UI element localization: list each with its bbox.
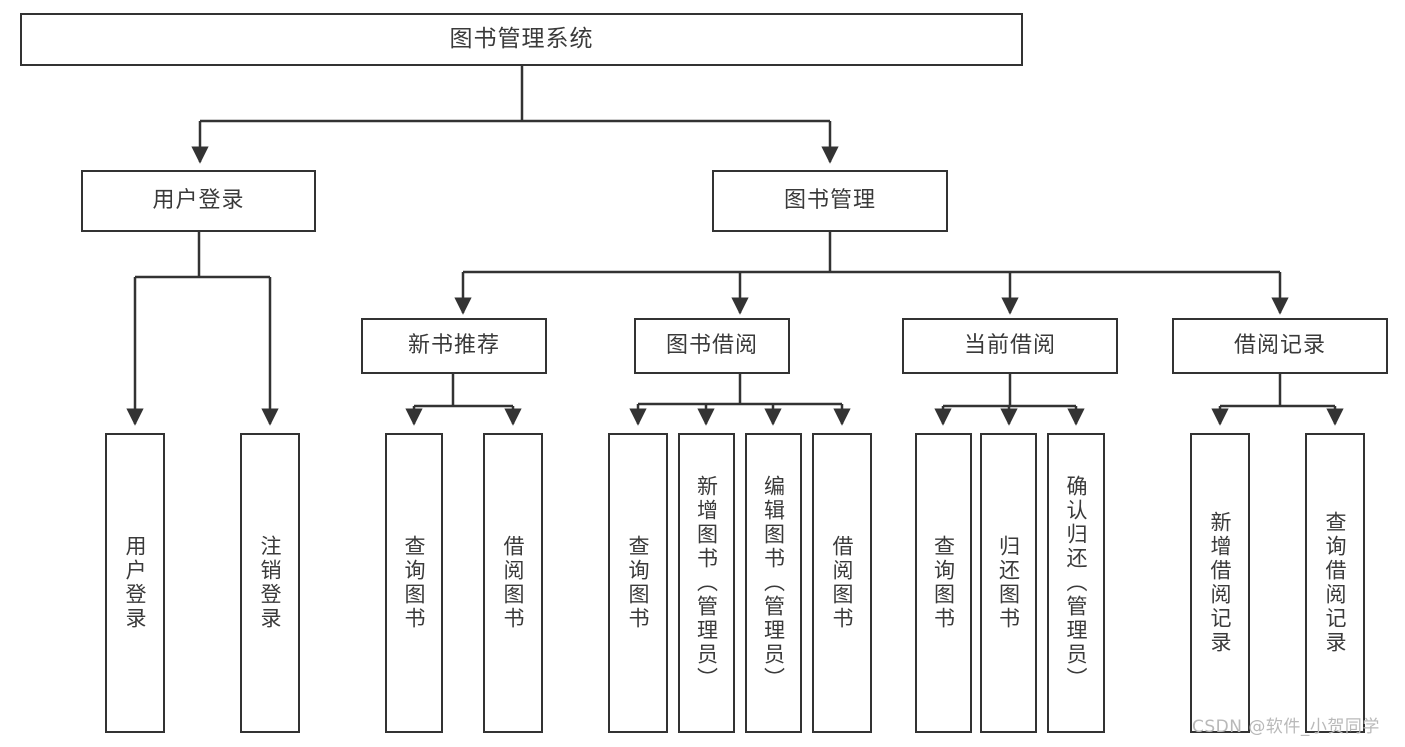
node-label: 用户登录 [152,187,245,213]
node-label: 新书推荐 [407,332,500,358]
node-label: 新增借阅记录 [1208,511,1233,655]
watermark: CSDN @软件_小贺同学 [1192,717,1380,737]
node-label: 当前借阅 [963,332,1056,358]
leaf-user-login[interactable]: 用户登录 [105,433,165,733]
node-label: 新增图书（管理员） [694,475,719,691]
leaf-add-book-admin[interactable]: 新增图书（管理员） [678,433,735,733]
node-label: 查询图书 [402,535,427,631]
leaf-return-book[interactable]: 归还图书 [980,433,1037,733]
leaf-edit-book-admin[interactable]: 编辑图书（管理员） [745,433,802,733]
node-label: 确认归还（管理员） [1064,475,1089,691]
node-label: 查询图书 [931,535,956,631]
node-label: 借阅图书 [830,535,855,631]
node-new-book-recommend[interactable]: 新书推荐 [361,318,547,374]
leaf-query-borrow-record[interactable]: 查询借阅记录 [1305,433,1365,733]
node-borrow-record[interactable]: 借阅记录 [1172,318,1388,374]
node-label: 用户登录 [123,535,148,631]
node-book-management[interactable]: 图书管理 [712,170,948,232]
node-label: 借阅图书 [501,535,526,631]
node-label: 查询借阅记录 [1323,511,1348,655]
leaf-add-borrow-record[interactable]: 新增借阅记录 [1190,433,1250,733]
leaf-borrow-book-new[interactable]: 借阅图书 [483,433,543,733]
node-label: 查询图书 [626,535,651,631]
node-label: 注销登录 [258,535,283,631]
node-label: 图书管理系统 [449,25,594,52]
node-root-book-management-system[interactable]: 图书管理系统 [20,13,1023,66]
node-label: 编辑图书（管理员） [761,475,786,691]
node-current-borrow[interactable]: 当前借阅 [902,318,1118,374]
node-book-borrow[interactable]: 图书借阅 [634,318,790,374]
node-label: 图书借阅 [665,332,758,358]
node-label: 借阅记录 [1233,332,1326,358]
leaf-logout[interactable]: 注销登录 [240,433,300,733]
leaf-confirm-return-admin[interactable]: 确认归还（管理员） [1047,433,1105,733]
leaf-query-book-new[interactable]: 查询图书 [385,433,443,733]
node-label: 图书管理 [783,187,876,213]
leaf-query-book-current[interactable]: 查询图书 [915,433,972,733]
node-user-login[interactable]: 用户登录 [81,170,316,232]
leaf-borrow-book[interactable]: 借阅图书 [812,433,872,733]
leaf-query-book-borrow[interactable]: 查询图书 [608,433,668,733]
node-label: 归还图书 [996,535,1021,631]
